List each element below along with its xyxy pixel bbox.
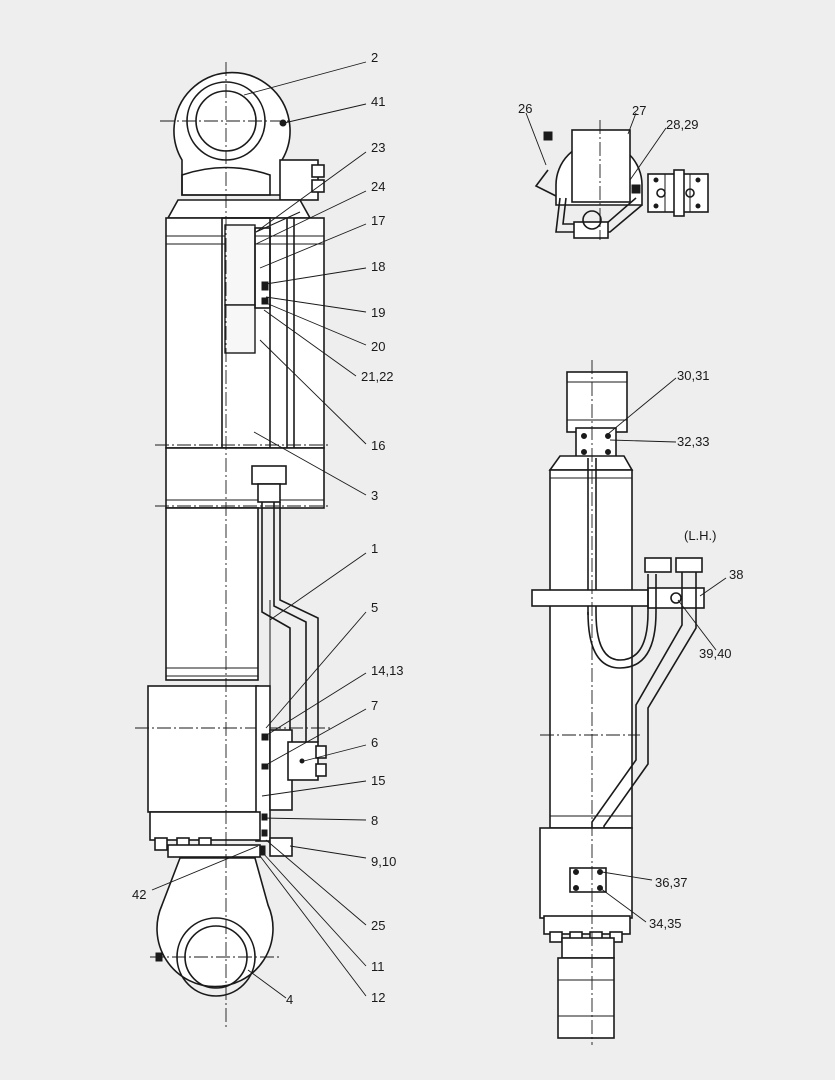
callout-8: 8: [371, 813, 378, 828]
callout-14-13: 14,13: [371, 663, 404, 678]
side-barrel: [549, 469, 633, 829]
callout-26: 26: [518, 101, 532, 116]
callout-34-35: 34,35: [649, 916, 682, 931]
callout-2: 2: [371, 50, 378, 65]
callout-15: 15: [371, 773, 385, 788]
callout-36-37: 36,37: [655, 875, 688, 890]
callout-27: 27: [632, 103, 646, 118]
callout-3: 3: [371, 488, 378, 503]
callout-lh: (L.H.): [684, 528, 717, 543]
callout-30-31: 30,31: [677, 368, 710, 383]
callout-leaders: [151, 61, 727, 999]
callout-25: 25: [371, 918, 385, 933]
callout-38: 38: [729, 567, 743, 582]
clamp-detail-view: [534, 120, 709, 240]
callout-41: 41: [371, 94, 385, 109]
callout-5: 5: [371, 600, 378, 615]
callout-32-33: 32,33: [677, 434, 710, 449]
callout-17: 17: [371, 213, 385, 228]
callout-12: 12: [371, 990, 385, 1005]
callout-labels: 2 41 23 24 17 18 19 20 21,22 16 3 1 5 14…: [132, 50, 743, 1007]
callout-4: 4: [286, 992, 293, 1007]
callout-42: 42: [132, 887, 146, 902]
callout-11: 11: [371, 959, 385, 974]
callout-6: 6: [371, 735, 378, 750]
cylinder-bottom-housing: [147, 685, 259, 813]
callout-9-10: 9,10: [371, 854, 396, 869]
callout-24: 24: [371, 179, 385, 194]
side-view-piping: [531, 360, 705, 1045]
callout-20: 20: [371, 339, 385, 354]
callout-19: 19: [371, 305, 385, 320]
callout-1: 1: [371, 541, 378, 556]
callout-23: 23: [371, 140, 385, 155]
callout-39-40: 39,40: [699, 646, 732, 661]
main-cylinder-view: [135, 62, 330, 1030]
callout-28-29: 28,29: [666, 117, 699, 132]
callout-7: 7: [371, 698, 378, 713]
callout-21-22: 21,22: [361, 369, 394, 384]
cylinder-barrel-lower: [165, 507, 259, 681]
callout-18: 18: [371, 259, 385, 274]
callout-16: 16: [371, 438, 385, 453]
top-eye: [173, 71, 325, 201]
